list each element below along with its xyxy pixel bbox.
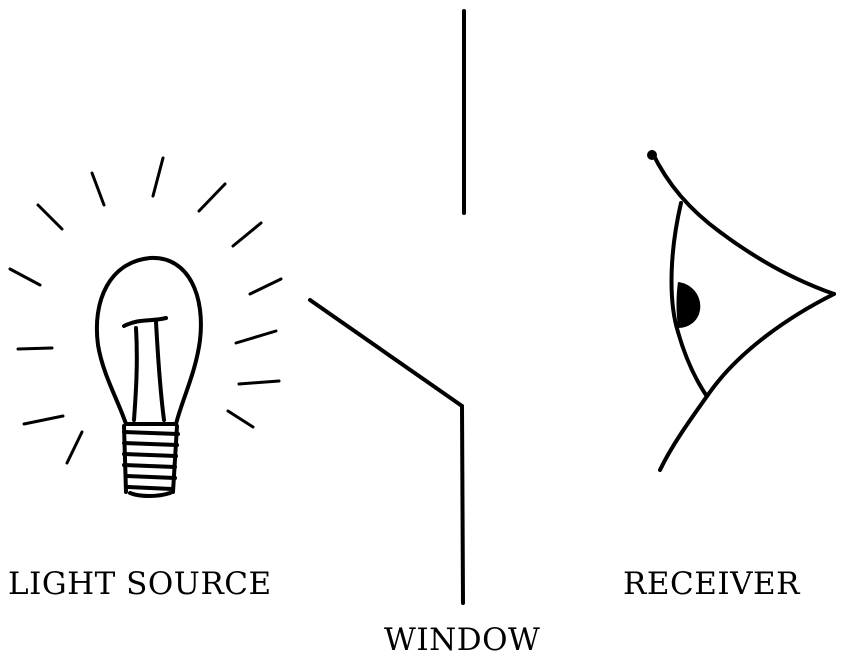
light-bulb-icon [8, 156, 283, 498]
window-shutter [308, 298, 464, 408]
eye-lower-lid [658, 292, 836, 472]
eye-pupil [676, 282, 701, 328]
wall-lower [460, 404, 465, 605]
eye-front [669, 201, 708, 397]
bulb-glass [94, 255, 203, 426]
window-label: WINDOW [384, 622, 541, 658]
eye-icon [647, 150, 836, 472]
light-rays [8, 156, 283, 465]
eye-upper-lid [650, 150, 836, 296]
window-wall [308, 9, 466, 605]
receiver-label: RECEIVER [623, 566, 800, 602]
bulb-filament [122, 316, 168, 422]
light-source-label: LIGHT SOURCE [8, 566, 272, 602]
bulb-base [122, 422, 180, 498]
